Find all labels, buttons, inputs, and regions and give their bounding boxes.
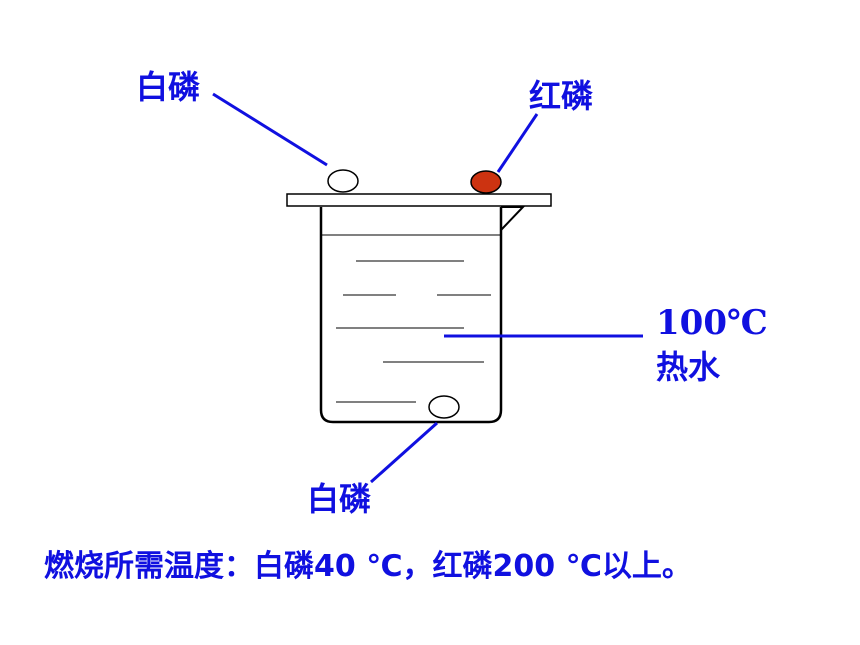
leader-red-phosphorus xyxy=(496,113,539,173)
label-red-phosphorus: 红磷 xyxy=(529,77,594,115)
beaker-spout xyxy=(500,206,526,231)
label-white-phosphorus-bottom: 白磷 xyxy=(307,480,372,518)
label-hot-water: 热水 xyxy=(656,348,721,386)
label-water-temperature: 100℃ xyxy=(656,303,768,343)
leader-white-phosphorus-top xyxy=(212,92,328,167)
ignition-temperature-caption: 燃烧所需温度：白磷40 ℃，红磷200 ℃以上。 xyxy=(44,549,692,584)
white-phosphorus-in-water xyxy=(428,395,460,419)
beaker-outline xyxy=(319,207,503,424)
label-white-phosphorus-top: 白磷 xyxy=(136,68,201,106)
red-phosphorus-on-plate xyxy=(470,170,502,194)
leader-white-phosphorus-bottom xyxy=(370,421,438,484)
water-lines xyxy=(336,260,491,403)
copper-plate xyxy=(286,193,552,207)
white-phosphorus-on-plate xyxy=(327,169,359,193)
